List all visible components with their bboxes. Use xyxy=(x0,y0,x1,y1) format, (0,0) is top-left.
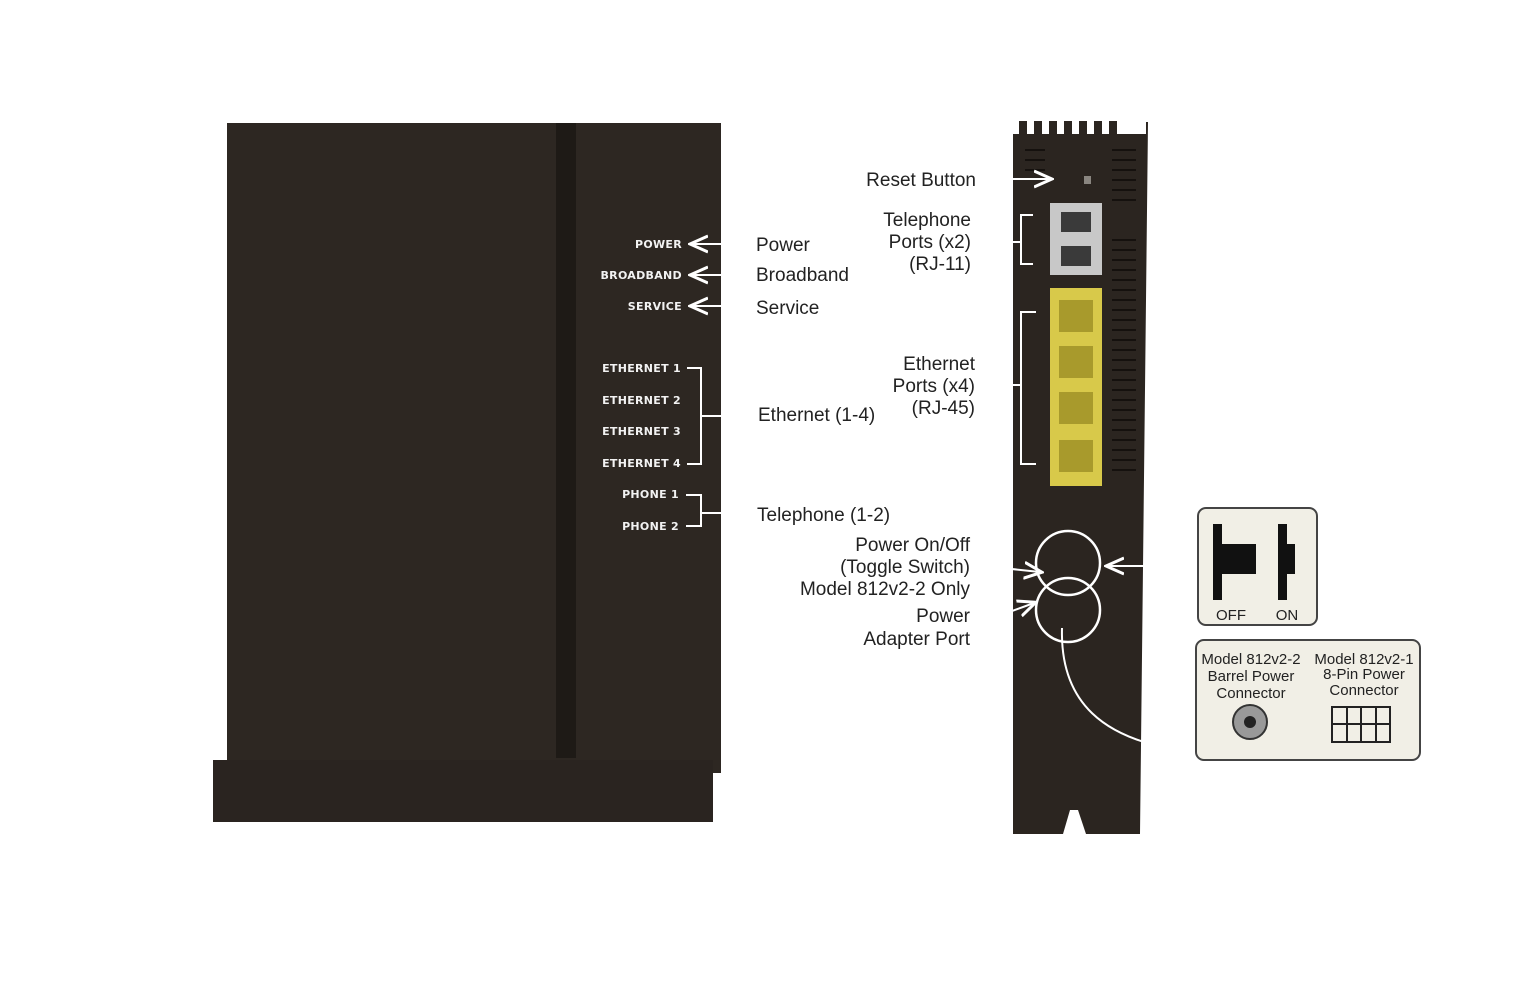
toggle-off-label: OFF xyxy=(1216,607,1246,624)
toggle-on-lever xyxy=(1287,544,1295,574)
toggle-off-lever xyxy=(1222,544,1256,574)
pin-connector-line2: 8-Pin Power xyxy=(1323,666,1405,683)
front-panel-seam xyxy=(556,123,576,758)
led-ethernet-4: ETHERNET 4 xyxy=(602,457,681,470)
rear-panel-vents xyxy=(1025,149,1136,471)
callout-ethernet: Ethernet (1-4) xyxy=(758,405,875,426)
connector-inset: Model 812v2-2 Barrel Power Connector Mod… xyxy=(1195,639,1421,761)
toggle-on-label: ON xyxy=(1276,607,1299,624)
front-panel-body xyxy=(227,123,721,773)
toggle-inset: OFF ON xyxy=(1197,507,1318,626)
callout-power-adapter-line2: Adapter Port xyxy=(863,629,970,650)
toggle-off-plate xyxy=(1213,524,1222,600)
rear-callouts: Reset Button Telephone Ports (x2) (RJ-11… xyxy=(800,170,976,650)
callout-broadband: Broadband xyxy=(756,265,849,286)
led-phone-2: PHONE 2 xyxy=(622,520,679,533)
led-power: POWER xyxy=(635,238,682,251)
led-ethernet-1: ETHERNET 1 xyxy=(602,362,681,375)
barrel-connector-line1: Model 812v2-2 xyxy=(1201,651,1300,668)
callout-telephone: Telephone (1-2) xyxy=(757,505,890,526)
led-phone-1: PHONE 1 xyxy=(622,488,679,501)
led-ethernet-2: ETHERNET 2 xyxy=(602,394,681,407)
callout-telephone-ports-line3: (RJ-11) xyxy=(909,254,971,275)
callout-telephone-ports-line1: Telephone xyxy=(883,210,971,231)
callout-power-switch-line1: Power On/Off xyxy=(855,535,970,556)
pin-connector-line1: Model 812v2-1 xyxy=(1314,651,1413,668)
front-callouts: Power Broadband Service Ethernet (1-4) T… xyxy=(756,235,890,526)
led-labels: POWER BROADBAND SERVICE ETHERNET 1 ETHER… xyxy=(601,238,683,533)
callout-ethernet-ports-line2: Ports (x4) xyxy=(893,376,975,397)
led-ethernet-3: ETHERNET 3 xyxy=(602,425,681,438)
callout-power-switch-line2: (Toggle Switch) xyxy=(840,557,970,578)
barrel-connector-line2: Barrel Power xyxy=(1208,668,1295,685)
front-panel xyxy=(213,123,721,822)
callout-reset: Reset Button xyxy=(866,170,976,191)
callout-telephone-ports-line2: Ports (x2) xyxy=(889,232,971,253)
telephone-ports xyxy=(1050,203,1102,275)
barrel-connector-icon xyxy=(1232,704,1268,740)
led-service: SERVICE xyxy=(628,300,682,313)
callout-ethernet-ports-line3: (RJ-45) xyxy=(912,398,975,419)
pin-connector-icon xyxy=(1331,706,1391,743)
led-broadband: BROADBAND xyxy=(601,269,683,282)
rear-callout-arrows xyxy=(973,179,1197,752)
callout-ethernet-ports-line1: Ethernet xyxy=(903,354,976,375)
ethernet-ports xyxy=(1050,288,1102,486)
front-callout-arrows xyxy=(686,244,755,527)
rear-panel xyxy=(1013,121,1148,834)
callout-service: Service xyxy=(756,298,819,319)
front-panel-base xyxy=(213,760,713,822)
callout-power-adapter-line1: Power xyxy=(916,606,971,627)
callout-power-switch-line3: Model 812v2-2 Only xyxy=(800,579,971,600)
toggle-on-plate xyxy=(1278,524,1287,600)
callout-power: Power xyxy=(756,235,811,256)
pin-connector-line3: Connector xyxy=(1329,682,1398,699)
reset-button xyxy=(1084,176,1091,184)
barrel-connector-line3: Connector xyxy=(1216,685,1285,702)
